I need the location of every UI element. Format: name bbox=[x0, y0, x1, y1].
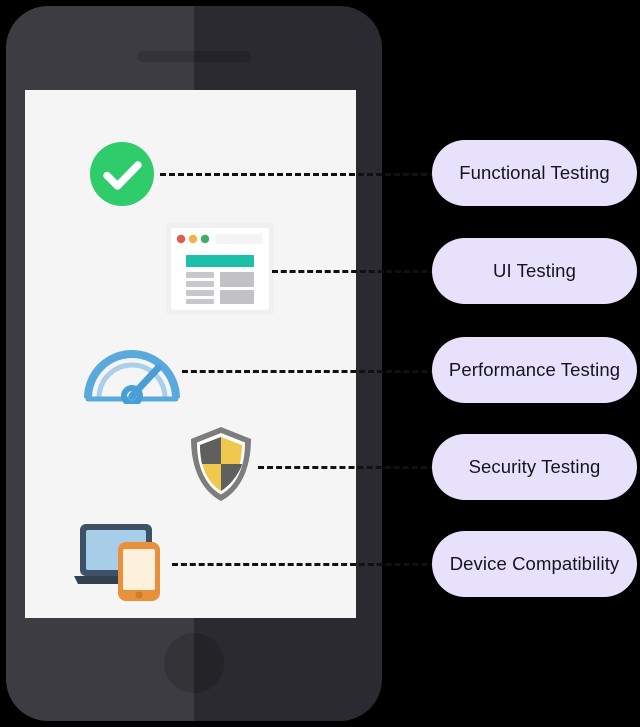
green-check-circle-icon bbox=[88, 140, 156, 208]
label-pill-ui-testing[interactable]: UI Testing bbox=[432, 238, 637, 304]
label-pill-device-compatibility[interactable]: Device Compatibility bbox=[432, 531, 637, 597]
speedometer-gauge-icon bbox=[82, 336, 182, 404]
phone-home-button[interactable] bbox=[164, 633, 224, 693]
laptop-and-phone-icon bbox=[72, 517, 176, 601]
label-pill-functional-testing[interactable]: Functional Testing bbox=[432, 140, 637, 206]
connector-line-functional-testing bbox=[160, 173, 445, 176]
connector-line-performance-testing bbox=[182, 370, 445, 373]
label-pill-security-testing[interactable]: Security Testing bbox=[432, 434, 637, 500]
label-text: Security Testing bbox=[468, 456, 601, 477]
connector-line-ui-testing bbox=[272, 270, 445, 273]
connector-line-device-compatibility bbox=[172, 563, 445, 566]
label-text: Functional Testing bbox=[459, 162, 610, 183]
connector-line-security-testing bbox=[258, 466, 445, 469]
browser-window-icon bbox=[165, 222, 275, 316]
label-text: Performance Testing bbox=[448, 359, 621, 380]
label-text: UI Testing bbox=[493, 260, 576, 281]
phone-speaker-grill bbox=[137, 51, 251, 62]
label-pill-performance-testing[interactable]: Performance Testing bbox=[432, 337, 637, 403]
label-text: Device Compatibility bbox=[449, 553, 620, 574]
shield-icon bbox=[188, 425, 254, 503]
